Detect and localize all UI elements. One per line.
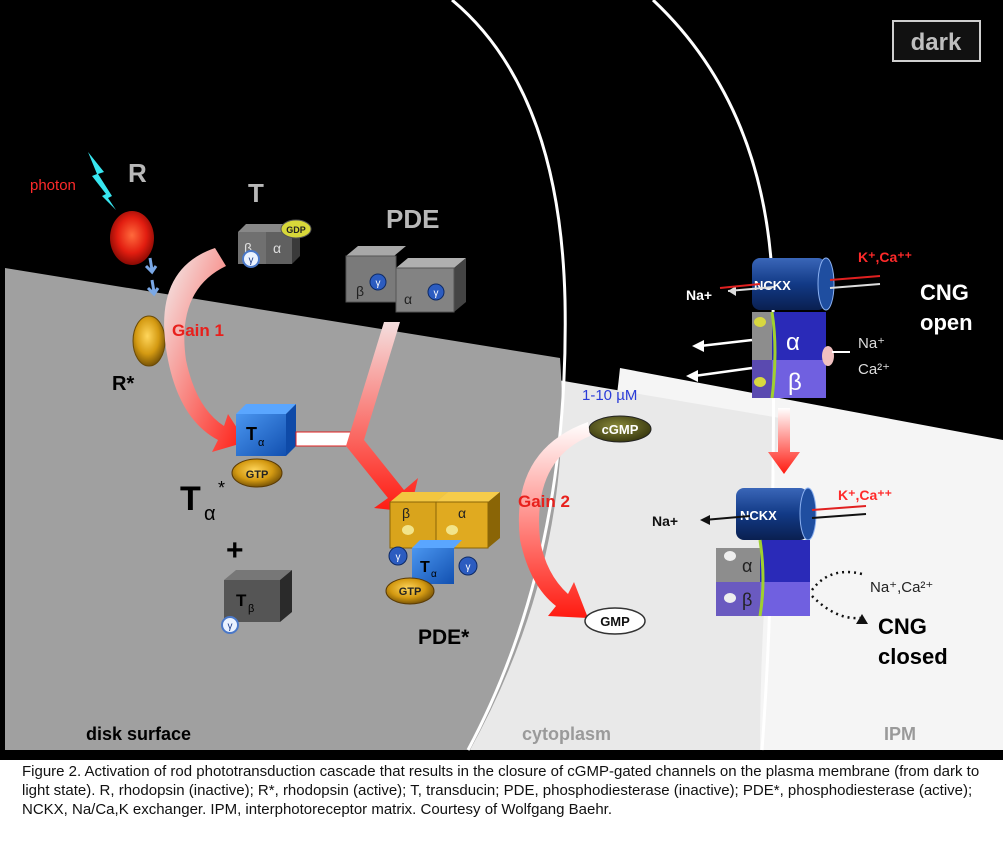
disk-surface-region	[5, 268, 562, 750]
concentration-label: 1-10 µM	[582, 387, 637, 404]
ipm-label: IPM	[884, 724, 916, 744]
cgmp-label: cGMP	[602, 422, 639, 437]
disk-surface-label: disk surface	[86, 724, 191, 744]
cng-closed-alpha: α	[742, 556, 752, 576]
pde-star-gamma-2: γ	[466, 562, 471, 573]
disk-membrane	[451, 0, 567, 751]
na-ca-in-arrow-1	[699, 338, 753, 348]
rhodopsin-inactive	[110, 211, 154, 265]
na-ion-open: Na⁺	[858, 335, 885, 352]
na-ca-closed: Na⁺,Ca²⁺	[870, 579, 933, 596]
na-arrow-closed	[703, 515, 751, 521]
pde-star-t-alpha-sub: α	[431, 569, 437, 580]
cng-channel-open: α β	[752, 311, 834, 399]
transducin-label: T	[248, 178, 264, 208]
pde-gamma-1: γ	[376, 278, 381, 289]
t-alpha-star-sub: α	[204, 503, 216, 525]
photon-label: photon	[30, 177, 76, 194]
photon-bolt-icon	[88, 152, 116, 210]
ncx-closed: NCKX	[736, 487, 817, 541]
gdp-label: GDP	[286, 225, 306, 235]
transducin-beta-gamma: T β γ	[221, 570, 292, 634]
state-badge	[892, 20, 981, 62]
cng-open-alpha: α	[786, 329, 800, 356]
na-plus-open: Na+	[686, 287, 712, 303]
pde-star-gamma-1: γ	[396, 552, 401, 563]
rhodopsin-active-label: R*	[112, 373, 134, 395]
activation-dots	[144, 257, 160, 297]
transducin-trimer: β α GDP γ	[238, 219, 312, 268]
gain1-label: Gain 1	[172, 321, 224, 340]
pde-star-label: PDE*	[418, 626, 470, 649]
pde-star-t-alpha: T	[420, 559, 430, 576]
pde-gamma-2: γ	[434, 288, 439, 299]
gain1-arrow	[164, 248, 246, 452]
cng-channel-closed: α β	[716, 539, 810, 617]
gmp-label: GMP	[600, 614, 630, 629]
cng-closed-label-2: closed	[878, 644, 948, 669]
gain2-label: Gain 2	[518, 492, 570, 511]
nckx-open-label: NCKX	[754, 278, 791, 293]
t-alpha-star-label: T	[180, 480, 201, 518]
ncx-open: NCKX	[752, 257, 835, 311]
k-ca-closed: K⁺,Ca⁺⁺	[838, 487, 892, 503]
gmp-ellipse	[584, 607, 646, 635]
rhodopsin-active	[132, 315, 166, 367]
pde-beta: β	[356, 283, 364, 299]
state-transition-arrow	[768, 408, 800, 474]
t-alpha-star-sup: *	[218, 478, 225, 498]
pde-star-gtp: GTP	[399, 586, 422, 598]
cng-open-label-2: open	[920, 310, 973, 335]
transducin-alpha: α	[273, 240, 281, 256]
cytoplasm-label: cytoplasm	[522, 724, 611, 744]
cng-closed-beta: β	[742, 590, 752, 610]
transducin-gamma: γ	[249, 255, 254, 266]
t-beta-text: T	[236, 591, 247, 610]
pde-star-alpha: α	[458, 505, 466, 521]
pde-star-beta: β	[402, 505, 410, 521]
phototransduction-diagram: dark photon R R* Gain 1 T β α GDP γ PDE …	[0, 0, 1003, 760]
rhodopsin-label: R	[128, 158, 147, 188]
cng-closed-label-1: CNG	[878, 614, 927, 639]
t-beta-sub: β	[248, 603, 254, 615]
ca-ion-open: Ca²⁺	[858, 361, 890, 378]
k-ca-open: K⁺,Ca⁺⁺	[858, 249, 912, 265]
figure-caption: Figure 2. Activation of rod phototransdu…	[22, 763, 980, 818]
transducin-beta: β	[244, 240, 252, 256]
t-alpha-text: T	[246, 424, 257, 444]
pde-activation-arrow	[346, 322, 418, 512]
na-plus-closed: Na+	[652, 513, 678, 529]
gain2-arrow	[518, 422, 590, 618]
na-ca-in-arrow-2	[693, 366, 753, 378]
plus-sign: +	[226, 534, 244, 567]
t-beta-gamma: γ	[228, 621, 233, 632]
pde-inactive: β γ α γ	[345, 246, 466, 313]
nckx-closed-label: NCKX	[740, 508, 777, 523]
cng-open-beta: β	[788, 369, 802, 396]
pde-label: PDE	[386, 204, 439, 234]
state-badge-text: dark	[911, 29, 962, 56]
t-alpha-sub: α	[258, 437, 265, 449]
pde-alpha: α	[404, 291, 412, 307]
cng-open-label-1: CNG	[920, 280, 969, 305]
ta-connector	[295, 431, 355, 447]
gtp-label: GTP	[246, 469, 269, 481]
transducin-alpha-gtp: T α GTP	[231, 404, 296, 488]
pde-active: β α T α γ γ GTP	[385, 492, 500, 605]
